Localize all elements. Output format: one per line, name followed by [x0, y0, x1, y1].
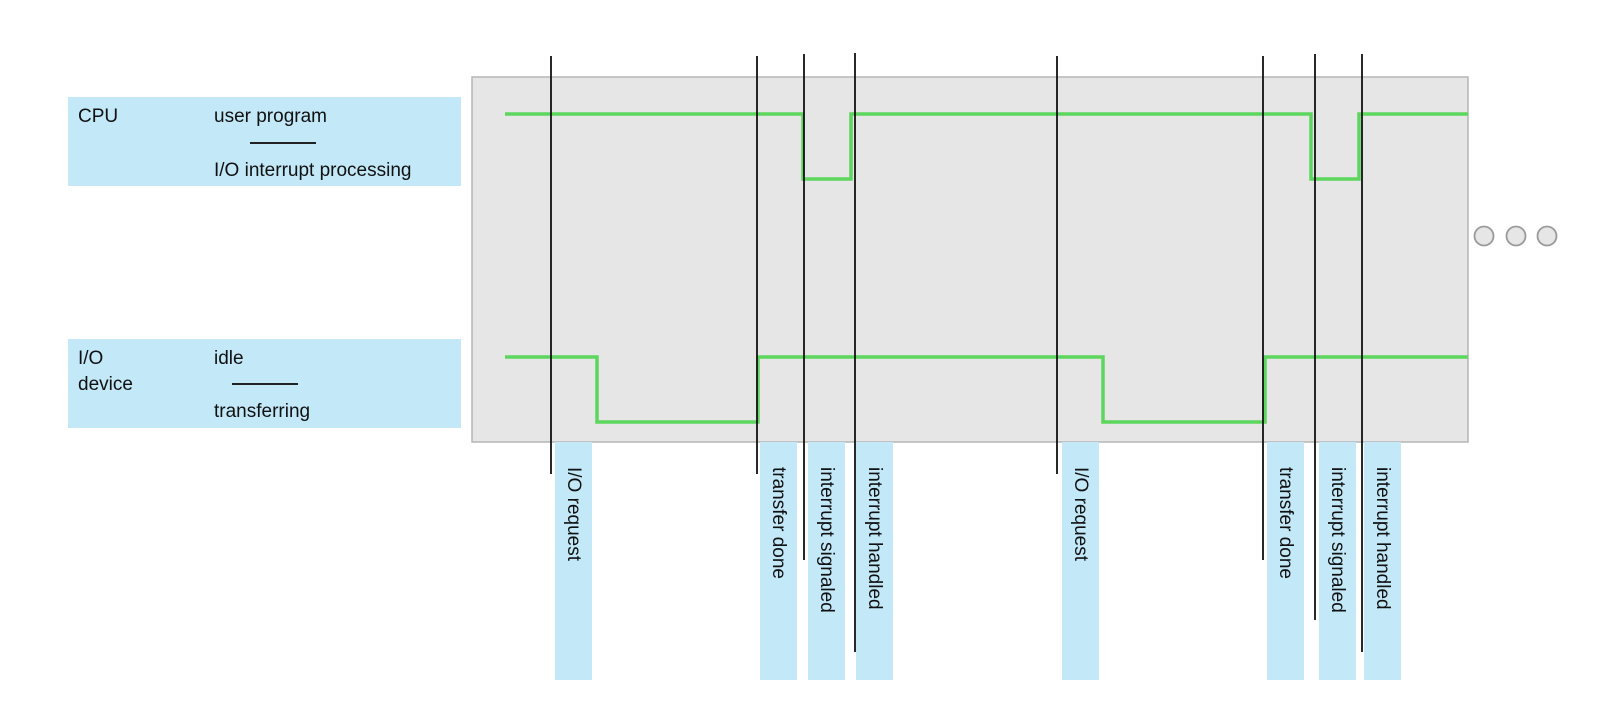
event-label-box: [555, 442, 592, 680]
io-state-separator: [232, 383, 298, 385]
event-label: interrupt signaled: [1327, 467, 1348, 613]
event-label: I/O request: [1070, 467, 1091, 562]
ellipsis-dot-icon: [1473, 225, 1495, 247]
event-label-box: [760, 442, 797, 680]
cpu-signal-trace: [505, 112, 1468, 181]
event-label: interrupt handled: [864, 467, 885, 610]
event-label: transfer done: [768, 467, 789, 579]
ellipsis-dot-icon: [1536, 225, 1558, 247]
cpu-label-box: [68, 97, 461, 186]
io-upper-state: idle: [214, 348, 244, 369]
ellipsis-dot-icon: [1505, 225, 1527, 247]
event-label-box: [1062, 442, 1099, 680]
event-label: interrupt handled: [1372, 467, 1393, 610]
event-label-box: [1364, 442, 1401, 680]
cpu-state-separator: [250, 142, 316, 144]
cpu-upper-state: user program: [214, 106, 327, 127]
event-label: transfer done: [1275, 467, 1296, 579]
timeline-panel: [471, 76, 1469, 443]
cpu-lower-state: I/O interrupt processing: [214, 160, 412, 181]
event-label-box: [856, 442, 893, 680]
event-label-box: [808, 442, 845, 680]
event-label: I/O request: [563, 467, 584, 562]
io-signal-trace: [505, 355, 1468, 424]
event-label: interrupt signaled: [816, 467, 837, 613]
cpu-label: CPU: [78, 106, 119, 127]
event-label-box: [1267, 442, 1304, 680]
continuation-ellipsis-icon: [1473, 225, 1558, 247]
io-lower-state: transferring: [214, 401, 311, 422]
event-label-box: [1319, 442, 1356, 680]
io-label-line2: device: [78, 374, 133, 395]
io-label-line1: I/O: [78, 348, 104, 369]
